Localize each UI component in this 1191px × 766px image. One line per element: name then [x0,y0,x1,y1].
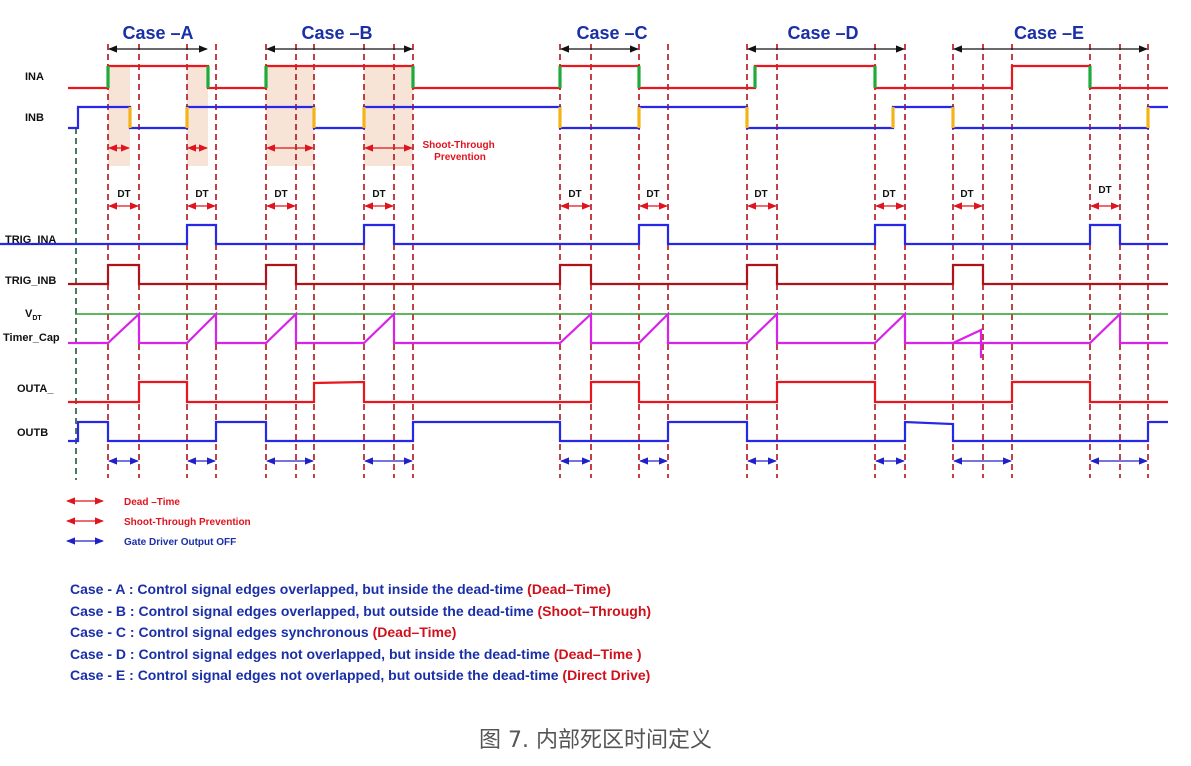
shoot-through-shade [364,66,413,166]
dt-label: DT [568,189,581,200]
case-description: Case - B : Control signal edges overlapp… [70,602,652,619]
shoot-through-shade [108,66,130,166]
shoot-through-note: Shoot-Through Prevention [423,140,498,163]
shoot-through-shading [108,66,413,166]
case-dividers [75,44,1149,480]
outa-label: OUTA_ [17,383,54,395]
trig-inb-label: TRIG_INB [5,275,56,287]
case-descriptions: Case - A : Control signal edges overlapp… [70,579,651,687]
dt-label: DT [960,189,973,200]
legend: Dead –Time Shoot-Through Prevention Gate… [124,497,251,548]
outb-waveform [68,420,1168,443]
case-b-label: Case –B [301,23,372,43]
dt-label: DT [646,189,659,200]
trig-ina-label: TRIG_INA [5,234,56,246]
timer-cap-waveform [952,328,983,358]
trig-inb-waveform [68,263,1168,286]
case-a-label: Case –A [122,23,193,43]
trig-ina-waveform [0,223,1168,246]
signal-waveforms [0,64,1168,443]
signal-labels: INA INB TRIG_INA TRIG_INB VDT Timer_Cap … [3,71,60,439]
dt-label: DT [372,189,385,200]
inb-label: INB [25,112,44,124]
timing-arrows [66,45,1148,545]
case-d-label: Case –D [787,23,858,43]
vdt-label: VDT [25,308,42,322]
case-headers: Case –A Case –B Case –C Case –D Case –E [122,23,1084,43]
dt-label: DT [117,189,130,200]
figure-caption: 图 7. 内部死区时间定义 [479,728,712,753]
shoot-through-shade [187,66,208,166]
ina-label: INA [25,71,44,83]
dt-label: DT [882,189,895,200]
legend-gate-off-label: Gate Driver Output OFF [124,537,236,548]
dt-label: DT [274,189,287,200]
outb-label: OUTB [17,427,48,439]
input-edge-markers [106,66,1150,128]
case-e-label: Case –E [1014,23,1084,43]
dt-label: DT [754,189,767,200]
dt-labels: DT DT DT DT DT DT DT DT DT DT [117,185,1111,200]
case-description: Case - E : Control signal edges not over… [70,667,651,683]
dt-label: DT [1098,185,1111,196]
ina-waveform [68,64,1168,90]
timing-diagram: Case –A Case –B Case –C Case –D Case –E … [0,23,1168,548]
case-description: Case - A : Control signal edges overlapp… [70,581,611,597]
timer-cap-waveform [68,311,1168,345]
case-description: Case - D : Control signal edges not over… [70,645,642,662]
shoot-through-shade [266,66,314,166]
inb-waveform [68,105,1168,130]
case-description: Case - C : Control signal edges synchron… [70,624,457,640]
case-c-label: Case –C [576,23,647,43]
outa-waveform [68,380,1168,404]
dt-label: DT [195,189,208,200]
timer-cap-label: Timer_Cap [3,332,60,344]
legend-shoot-through-label: Shoot-Through Prevention [124,517,251,528]
legend-dead-time-label: Dead –Time [124,497,180,508]
